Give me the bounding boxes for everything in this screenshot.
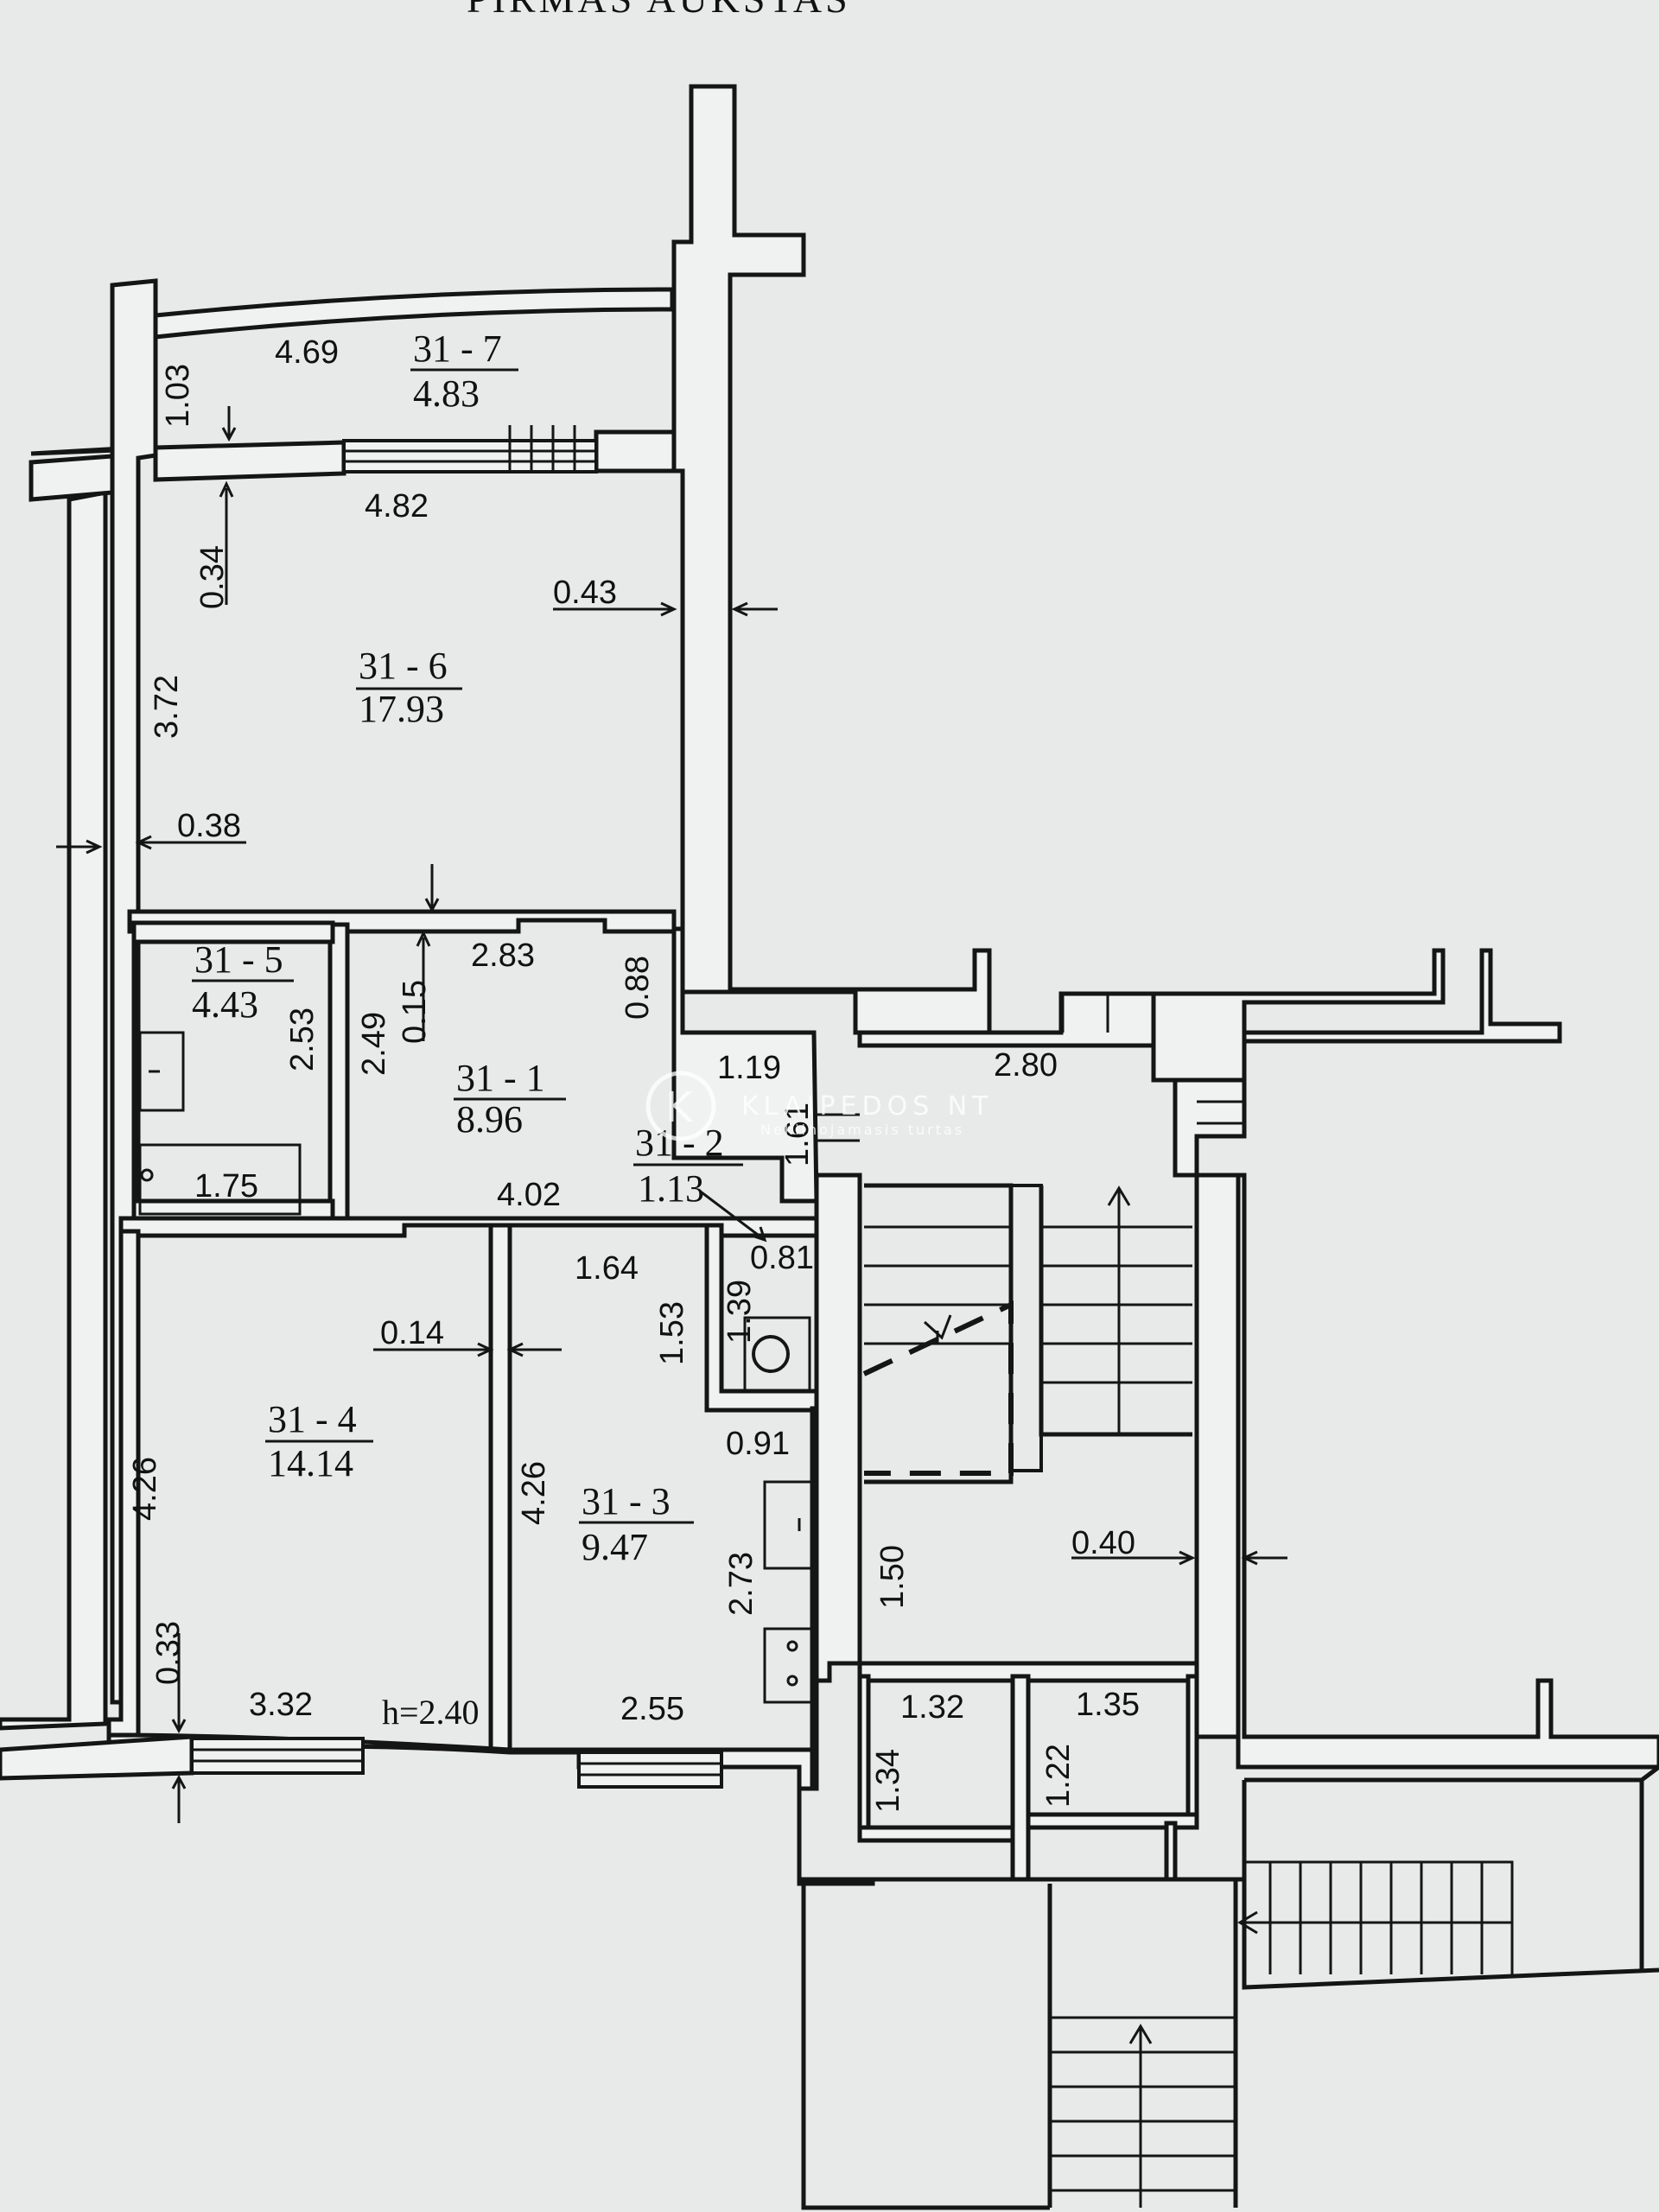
- dimension-label: 2.80: [994, 1047, 1058, 1084]
- dimension-label: 0.38: [177, 808, 241, 844]
- dimension-label: 1.53: [654, 1301, 690, 1365]
- room-area: 9.47: [582, 1526, 648, 1568]
- room-id: 31 - 7: [413, 327, 502, 370]
- watermark: K KLAIPEDOS NT Nekilnojamasis turtas: [645, 1071, 994, 1141]
- room-31-4: 31 - 4 14.14: [265, 1398, 373, 1484]
- room-id: 31 - 3: [582, 1480, 671, 1522]
- dimension-label: 2.73: [723, 1552, 760, 1616]
- dimension-label: 1.35: [1076, 1687, 1140, 1723]
- dimension-label: 3.72: [149, 675, 185, 739]
- room-area: 1.13: [638, 1167, 704, 1210]
- room-id: 31 - 5: [194, 938, 283, 981]
- room-31-7: 31 - 7 4.83: [410, 327, 518, 415]
- windows: [190, 425, 1244, 1789]
- dimension-label: 0.88: [620, 956, 656, 1020]
- dimension-label: 4.69: [275, 334, 339, 371]
- dimension-label: 1.19: [717, 1050, 781, 1086]
- dimension-label: 2.49: [356, 1012, 392, 1076]
- dimension-label: 4.26: [516, 1461, 552, 1525]
- dimension-label: 1.32: [900, 1689, 964, 1726]
- room-area: 17.93: [359, 688, 444, 730]
- dimension-label: 0.15: [397, 980, 433, 1044]
- dimension-label: 1.34: [870, 1749, 906, 1813]
- dimension-label: 4.02: [497, 1177, 561, 1213]
- room-id: 31 - 6: [359, 645, 448, 687]
- dimension-label: 2.53: [284, 1007, 321, 1071]
- room-area: 4.83: [413, 372, 480, 415]
- dimension-label: 4.82: [365, 488, 429, 524]
- dimension-label: 0.14: [380, 1315, 444, 1351]
- dimension-label: 1.75: [194, 1168, 258, 1205]
- dimension-label: 2.55: [620, 1691, 684, 1727]
- room-id: 31 - 1: [456, 1057, 545, 1099]
- room-31-3: 31 - 3 9.47: [579, 1480, 694, 1568]
- stairs: [862, 1183, 1514, 2208]
- dimension-label: 1.39: [721, 1280, 758, 1344]
- room-31-2: 31 - 2 1.13: [633, 1122, 743, 1210]
- dimension-label: 1.50: [874, 1545, 911, 1609]
- room-labels: 31 - 7 4.83 31 - 6 17.93 31 - 5 4.43 31 …: [192, 327, 743, 1568]
- dimension-label: 0.40: [1071, 1525, 1135, 1561]
- watermark-logo-icon: K: [665, 1084, 694, 1132]
- room-31-5: 31 - 5 4.43: [192, 938, 294, 1026]
- dimension-label: 0.33: [150, 1621, 187, 1685]
- dimension-label: 1.22: [1040, 1744, 1077, 1808]
- dimension-arrows: [56, 406, 1287, 1823]
- floor-heading: PIRMAS AUKŠTAS: [467, 0, 851, 21]
- room-area: 4.43: [192, 983, 258, 1026]
- dimension-label: 0.34: [194, 545, 231, 609]
- room-id: 31 - 2: [635, 1122, 724, 1164]
- room-31-6: 31 - 6 17.93: [356, 645, 462, 730]
- dimension-label: 1.03: [160, 364, 196, 428]
- room-31-1: 31 - 1 8.96: [454, 1057, 566, 1141]
- room-area: 8.96: [456, 1098, 523, 1141]
- room-area: 14.14: [268, 1442, 353, 1484]
- dimension-label: KLAIPEDOS NT: [741, 1091, 994, 1122]
- walls: [0, 84, 1659, 2210]
- dimension-labels: 4.69 1.03 4.82 0.34 0.43 3.72 0.38 2.83 …: [127, 334, 1140, 1813]
- dimension-label: 3.32: [249, 1687, 313, 1723]
- dimension-label: 2.83: [471, 938, 535, 974]
- dimension-label: 0.43: [553, 575, 617, 611]
- dimension-label: 0.81: [750, 1240, 814, 1276]
- dimension-label: 0.91: [726, 1426, 790, 1462]
- dimension-label: h=2.40: [382, 1693, 480, 1732]
- dimension-label: 4.26: [127, 1457, 163, 1521]
- dimension-label: 1.61: [779, 1103, 816, 1166]
- dimension-label: Nekilnojamasis turtas: [760, 1122, 964, 1138]
- fixtures: [138, 1031, 814, 1704]
- dimension-label: 1.64: [575, 1250, 639, 1287]
- room-id: 31 - 4: [268, 1398, 357, 1440]
